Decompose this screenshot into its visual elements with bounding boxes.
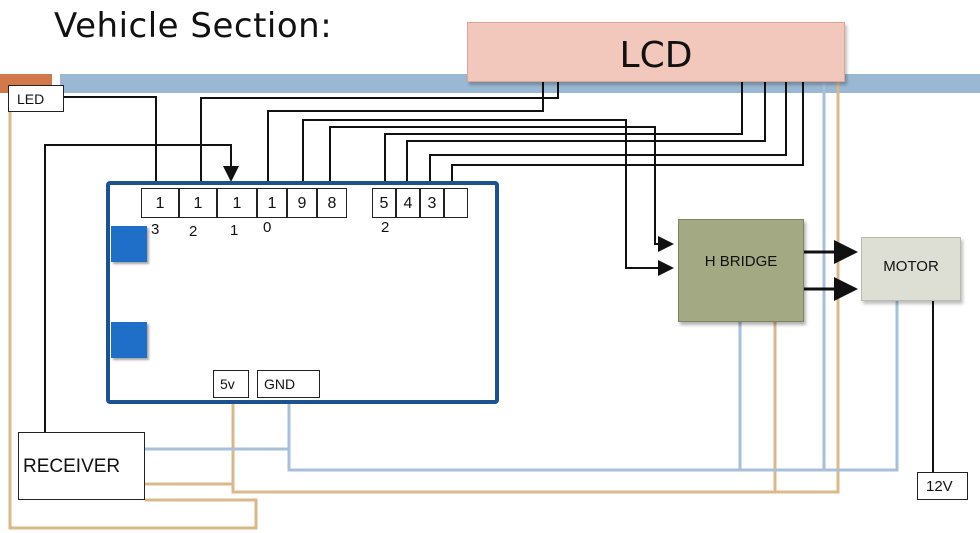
wire-lcd-pin4 (406, 82, 766, 188)
pin-8: 8 (317, 188, 347, 218)
wire-lcd-pin-extra (451, 82, 804, 188)
pin-11: 1 (217, 188, 257, 218)
pin-12-suffix: 2 (189, 223, 198, 240)
pin-11-suffix: 1 (230, 222, 239, 239)
wire-gnd-rail (287, 301, 899, 472)
pin-10-suffix: 0 (263, 219, 272, 236)
motor-label: MOTOR (883, 258, 939, 275)
pin-blank (444, 188, 468, 218)
wire-lcd-pin3 (429, 82, 787, 188)
motor-block: MOTOR (861, 237, 961, 301)
wire-lcd-pin5 (384, 82, 743, 188)
pin-13-suffix: 3 (151, 221, 160, 238)
receiver-block: RECEIVER (18, 432, 145, 500)
h-bridge-block: H BRIDGE (678, 219, 804, 322)
wire-led-receiver (8, 112, 258, 530)
pin-12: 1 (179, 188, 217, 218)
pin-5v: 5v (213, 370, 249, 398)
wire-pin8-hbridge (329, 126, 674, 252)
board-component-lower (111, 322, 147, 358)
pin-52: 5 (372, 188, 396, 218)
supply-12v-block: 12V (917, 472, 968, 500)
pin-9: 9 (287, 188, 317, 218)
supply-12v-label: 12V (926, 478, 953, 495)
pin-10: 1 (257, 188, 287, 218)
h-bridge-label: H BRIDGE (704, 253, 778, 270)
lcd-label: LCD (619, 35, 693, 76)
led-label: LED (17, 91, 45, 107)
wire-led-pin13 (64, 96, 157, 188)
lcd-block: LCD (467, 22, 845, 82)
black-wires (44, 82, 934, 472)
blue-wires (145, 82, 899, 472)
wire-pin9-hbridge (302, 119, 674, 276)
wire-lcd-pin12 (200, 82, 559, 188)
microcontroller-board (106, 181, 499, 404)
board-component-upper (111, 226, 147, 262)
led-block: LED (8, 85, 64, 112)
pin-4: 4 (396, 188, 420, 218)
pin-3: 3 (420, 188, 444, 218)
pin-13: 1 (141, 188, 179, 218)
page-title: Vehicle Section: (54, 6, 333, 46)
receiver-label: RECEIVER (23, 456, 121, 477)
pin-gnd: GND (257, 370, 320, 398)
wire-receiver-pin11 (44, 144, 239, 432)
pin-52-suffix: 2 (381, 219, 390, 236)
wire-lcd-pin10 (267, 82, 544, 188)
